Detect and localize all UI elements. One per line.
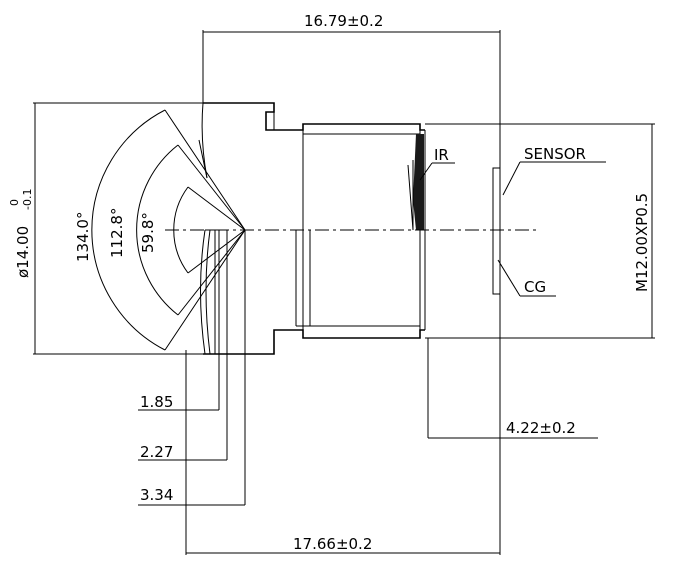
fov-rays: [164, 109, 246, 351]
angle-middle-label: 112.8°: [108, 208, 126, 258]
dim-1-85-label: 1.85: [140, 393, 173, 411]
cg-plate: [492, 167, 501, 295]
dim-2-27-label: 2.27: [140, 443, 173, 461]
ir-filter: [407, 134, 424, 231]
cg-label: CG: [524, 278, 546, 296]
dim-diameter-tol-upper: 0: [8, 199, 21, 206]
dim-lower: 1.85 2.27 3.34 4.22±0.2 17.66±0.2: [138, 230, 598, 555]
angle-inner-label: 59.8°: [139, 212, 157, 253]
front-flange-bottom: [203, 329, 425, 355]
dim-thread-label: M12.00XP0.5: [633, 193, 651, 292]
dim-thread: M12.00XP0.5: [425, 123, 655, 339]
front-element-curve: [200, 229, 206, 355]
lens-body: [198, 102, 426, 355]
dim-back-focus-label: 4.22±0.2: [506, 419, 576, 437]
dim-top: 16.79±0.2: [202, 12, 501, 555]
ir-label-group: IR: [419, 146, 455, 181]
dim-diameter: ø14.00 0 -0.1: [8, 102, 203, 355]
front-flange-top: [203, 102, 425, 131]
dim-bottom-label: 17.66±0.2: [293, 535, 372, 553]
sensor-label: SENSOR: [524, 145, 586, 163]
arc-inner: [173, 186, 189, 274]
dim-diameter-tol-lower: -0.1: [21, 189, 34, 210]
ir-label: IR: [434, 146, 449, 164]
angle-arcs: [91, 109, 189, 351]
dim-3-34-label: 3.34: [140, 486, 173, 504]
arc-outer: [91, 109, 166, 351]
sensor-cover-glass: SENSOR CG: [492, 145, 606, 297]
dim-diameter-label: ø14.00: [14, 226, 32, 278]
arc-middle: [136, 144, 179, 316]
angle-outer-label: 134.0°: [74, 212, 92, 262]
dim-top-label: 16.79±0.2: [304, 12, 383, 30]
